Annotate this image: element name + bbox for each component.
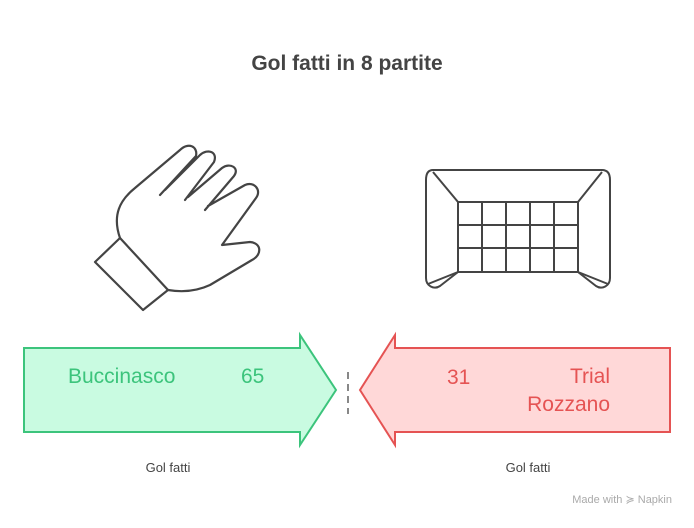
goal-icon: [425, 169, 611, 289]
left-arrow: [23, 331, 338, 449]
left-caption: Gol fatti: [145, 460, 191, 475]
napkin-logo-icon: ≽: [625, 494, 635, 506]
branding: Made with ≽ Napkin: [572, 493, 672, 506]
right-value: 31: [447, 366, 471, 389]
right-caption: Gol fatti: [505, 460, 551, 475]
branding-text: Made with: [572, 494, 623, 506]
right-team-label: Trial Rozzano: [514, 363, 610, 419]
right-team-line1: Trial: [569, 365, 610, 388]
glove-icon: [93, 144, 261, 312]
branding-name: Napkin: [637, 494, 672, 506]
right-team-line2: Rozzano: [527, 393, 610, 416]
left-value: 65: [241, 365, 265, 388]
right-arrow: [358, 331, 671, 449]
diagram-title: Gol fatti in 8 partite: [251, 52, 443, 75]
left-team-label: Buccinasco: [68, 365, 176, 388]
